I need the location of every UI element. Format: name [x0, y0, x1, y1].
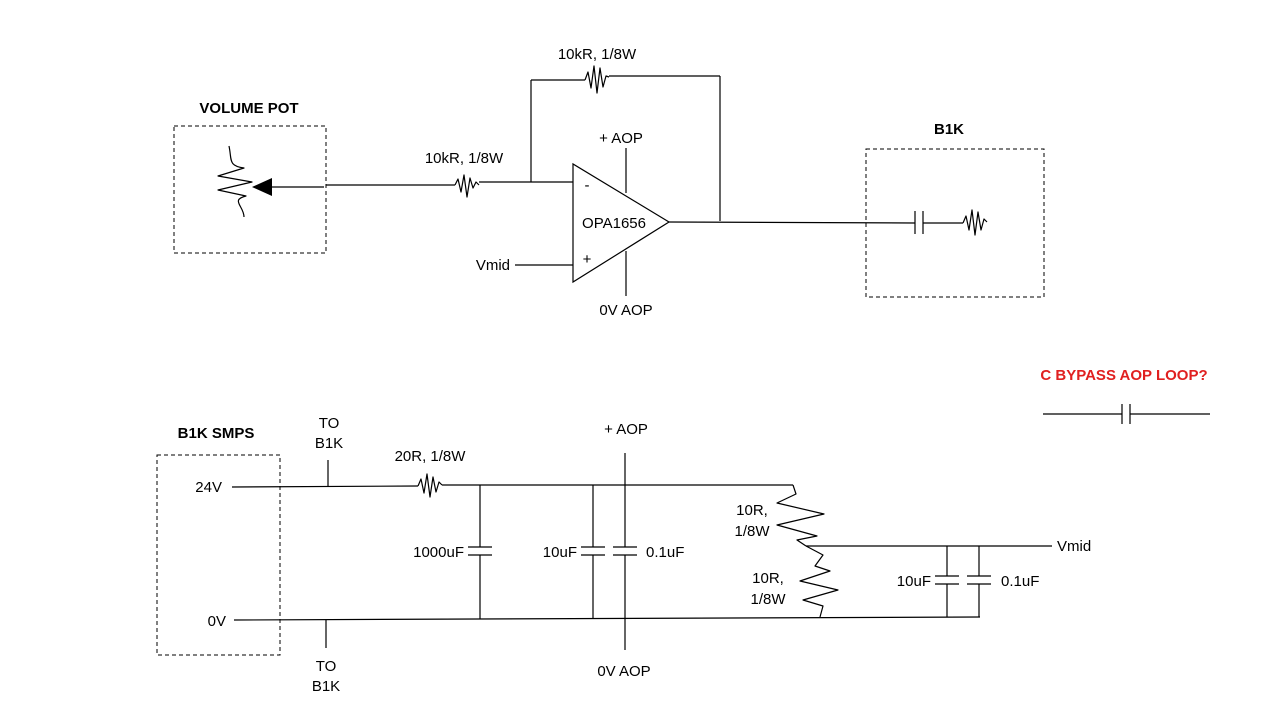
- rail-0v-wire: [233, 616, 981, 621]
- pot-wiper-arrow-icon: [252, 178, 272, 196]
- output-wire: [668, 221, 916, 224]
- opamp-name: OPA1656: [582, 215, 646, 232]
- vmid-cap-01uf: 0.1uF: [967, 546, 1039, 617]
- volume-pot-label: VOLUME POT: [199, 100, 298, 117]
- aop-pos-label: + AOP: [604, 421, 648, 438]
- b1k-label: B1K: [934, 121, 964, 138]
- supply-resistor-20r: [417, 473, 443, 498]
- divider-top-label-2: 1/8W: [734, 523, 770, 540]
- opamp-supply-pos-label: + AOP: [599, 130, 643, 147]
- to-b1k-top-label-2: B1K: [315, 435, 343, 452]
- divider-resistor-top: [776, 484, 825, 547]
- cap10b-label: 10uF: [897, 573, 931, 590]
- divider-bottom-label-1: 10R,: [752, 570, 784, 587]
- opamp-minus-sign: -: [585, 177, 590, 194]
- vmid-cap-10uf: 10uF: [897, 546, 959, 617]
- decoupling-cap-10uf-aop: 10uF: [543, 485, 605, 619]
- feedback-resistor: [584, 65, 610, 94]
- rail-0v-label: 0V: [208, 613, 226, 630]
- feedback-resistor-label: 10kR, 1/8W: [558, 46, 637, 63]
- rail-24v-label: 24V: [195, 479, 222, 496]
- input-resistor-label: 10kR, 1/8W: [425, 150, 504, 167]
- b1k-load-resistor: [962, 209, 988, 236]
- volume-pot-box: [173, 125, 327, 254]
- opamp-supply-neg-label: 0V AOP: [599, 302, 652, 319]
- vmid-input-label: Vmid: [476, 257, 510, 274]
- smps-box: [156, 454, 281, 656]
- input-resistor: [454, 174, 480, 198]
- bulk-capacitor: 1000uF: [413, 485, 492, 619]
- opamp: OPA1656 - + + AOP 0V AOP: [572, 130, 671, 319]
- smps-label: B1K SMPS: [178, 425, 255, 442]
- to-b1k-top-label-1: TO: [319, 415, 340, 432]
- aop-neg-label: 0V AOP: [597, 663, 650, 680]
- rail-24v-wire-left: [231, 485, 419, 488]
- divider-resistor-bottom: [799, 545, 839, 618]
- divider-bottom-label-2: 1/8W: [750, 591, 786, 608]
- supply-resistor-label: 20R, 1/8W: [395, 448, 467, 465]
- opamp-plus-sign: +: [583, 251, 592, 268]
- volume-pot-block: VOLUME POT: [173, 100, 327, 254]
- cap01b-label: 0.1uF: [1001, 573, 1039, 590]
- to-b1k-bottom-label-1: TO: [316, 658, 337, 675]
- note-text: C BYPASS AOP LOOP?: [1040, 367, 1207, 384]
- divider-top-label-1: 10R,: [736, 502, 768, 519]
- to-b1k-bottom-label-2: B1K: [312, 678, 340, 695]
- pot-resistor-symbol: [217, 145, 253, 218]
- cap10a-label: 10uF: [543, 544, 577, 561]
- vmid-rail-label: Vmid: [1057, 538, 1091, 555]
- opamp-triangle: [572, 162, 671, 284]
- bulk-cap-label: 1000uF: [413, 544, 464, 561]
- b1k-box: [865, 148, 1045, 298]
- cap01a-label: 0.1uF: [646, 544, 684, 561]
- smps-block: B1K SMPS 24V 0V: [156, 425, 281, 656]
- b1k-block: B1K: [865, 121, 1045, 298]
